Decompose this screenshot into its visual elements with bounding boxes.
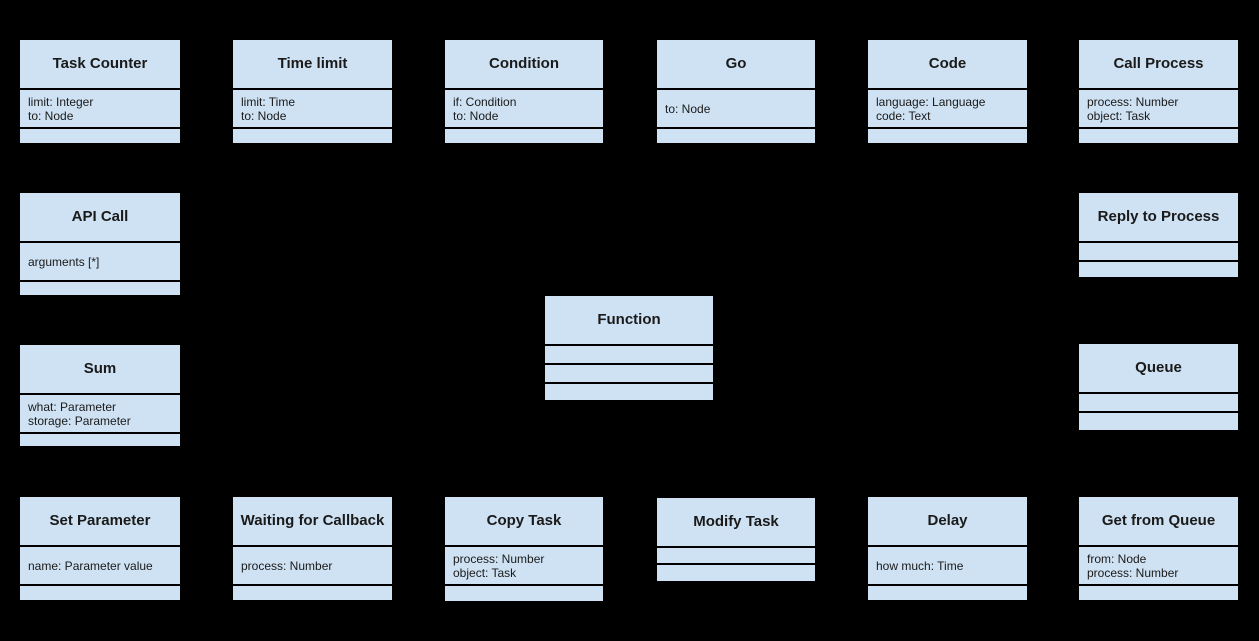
class-box-copy-task[interactable]: Copy Task process: Number object: Task [443, 495, 605, 603]
methods-compartment [868, 586, 1027, 600]
attribute-line: to: Node [665, 101, 711, 116]
attributes-compartment: from: Node process: Number [1079, 547, 1238, 586]
attributes-compartment: process: Number object: Task [1079, 90, 1238, 129]
attributes-compartment: arguments [*] [20, 243, 180, 282]
class-title: Delay [868, 497, 1027, 547]
class-box-task-counter[interactable]: Task Counter limit: Integer to: Node [18, 38, 182, 145]
attribute-line: what: Parameter [28, 399, 117, 414]
attribute-line: to: Node [453, 108, 499, 123]
attribute-line: object: Task [1087, 108, 1151, 123]
attributes-compartment: how much: Time [868, 547, 1027, 586]
class-title: Time limit [233, 40, 392, 90]
methods-compartment [657, 565, 815, 581]
attribute-line: if: Condition [453, 94, 517, 109]
methods-compartment [545, 365, 713, 384]
attribute-line: code: Text [876, 108, 931, 123]
class-box-time-limit[interactable]: Time limit limit: Time to: Node [231, 38, 394, 145]
attributes-compartment [545, 346, 713, 365]
attributes-compartment: language: Language code: Text [868, 90, 1027, 129]
class-box-set-parameter[interactable]: Set Parameter name: Parameter value [18, 495, 182, 602]
attribute-line: limit: Time [241, 94, 295, 109]
attributes-compartment: limit: Time to: Node [233, 90, 392, 129]
attribute-line: process: Number [241, 558, 333, 573]
methods-compartment [657, 129, 815, 143]
class-box-api-call[interactable]: API Call arguments [*] [18, 191, 182, 297]
attribute-line: process: Number [453, 551, 545, 566]
methods-compartment [1079, 129, 1238, 143]
methods-compartment [20, 434, 180, 446]
class-title: Task Counter [20, 40, 180, 90]
class-title: Code [868, 40, 1027, 90]
class-box-sum[interactable]: Sum what: Parameter storage: Parameter [18, 343, 182, 448]
class-box-go[interactable]: Go to: Node [655, 38, 817, 145]
class-box-function[interactable]: Function [543, 294, 715, 402]
attributes-compartment: process: Number object: Task [445, 547, 603, 586]
attribute-line: how much: Time [876, 558, 964, 573]
attribute-line: process: Number [1087, 94, 1179, 109]
class-title: Go [657, 40, 815, 90]
class-box-condition[interactable]: Condition if: Condition to: Node [443, 38, 605, 145]
methods-compartment [1079, 586, 1238, 600]
class-title: Modify Task [657, 498, 815, 548]
class-title: Queue [1079, 344, 1238, 394]
methods-compartment [20, 129, 180, 143]
methods-compartment [445, 129, 603, 143]
attributes-compartment [1079, 243, 1238, 262]
class-title: Waiting for Callback [233, 497, 392, 547]
class-box-waiting-for-callback[interactable]: Waiting for Callback process: Number [231, 495, 394, 602]
attribute-line: language: Language [876, 94, 986, 109]
class-title: Copy Task [445, 497, 603, 547]
attribute-line: to: Node [241, 108, 287, 123]
attribute-line: object: Task [453, 565, 517, 580]
class-box-code[interactable]: Code language: Language code: Text [866, 38, 1029, 145]
attribute-line: name: Parameter value [28, 558, 153, 573]
class-title: Function [545, 296, 713, 346]
attributes-compartment: to: Node [657, 90, 815, 129]
class-title: Get from Queue [1079, 497, 1238, 547]
attribute-line: limit: Integer [28, 94, 94, 109]
class-box-modify-task[interactable]: Modify Task [655, 496, 817, 583]
methods-compartment [1079, 262, 1238, 277]
methods-compartment [20, 586, 180, 600]
class-box-delay[interactable]: Delay how much: Time [866, 495, 1029, 602]
attributes-compartment: process: Number [233, 547, 392, 586]
class-box-queue[interactable]: Queue [1077, 342, 1240, 432]
methods-compartment [445, 586, 603, 601]
class-title: Reply to Process [1079, 193, 1238, 243]
attributes-compartment: name: Parameter value [20, 547, 180, 586]
attribute-line: from: Node [1087, 551, 1147, 566]
class-title: API Call [20, 193, 180, 243]
attributes-compartment: what: Parameter storage: Parameter [20, 395, 180, 434]
methods-compartment [233, 129, 392, 143]
extra-compartment [545, 384, 713, 400]
attributes-compartment: if: Condition to: Node [445, 90, 603, 129]
methods-compartment [20, 282, 180, 295]
methods-compartment [233, 586, 392, 600]
methods-compartment [1079, 413, 1238, 430]
class-box-call-process[interactable]: Call Process process: Number object: Tas… [1077, 38, 1240, 145]
attributes-compartment: limit: Integer to: Node [20, 90, 180, 129]
class-title: Call Process [1079, 40, 1238, 90]
class-title: Set Parameter [20, 497, 180, 547]
attributes-compartment [657, 548, 815, 565]
attribute-line: storage: Parameter [28, 413, 131, 428]
class-title: Sum [20, 345, 180, 395]
class-box-get-from-queue[interactable]: Get from Queue from: Node process: Numbe… [1077, 495, 1240, 602]
class-title: Condition [445, 40, 603, 90]
methods-compartment [868, 129, 1027, 143]
attribute-line: process: Number [1087, 565, 1179, 580]
attribute-line: to: Node [28, 108, 74, 123]
class-box-reply-to-process[interactable]: Reply to Process [1077, 191, 1240, 279]
attributes-compartment [1079, 394, 1238, 413]
attribute-line: arguments [*] [28, 254, 100, 269]
